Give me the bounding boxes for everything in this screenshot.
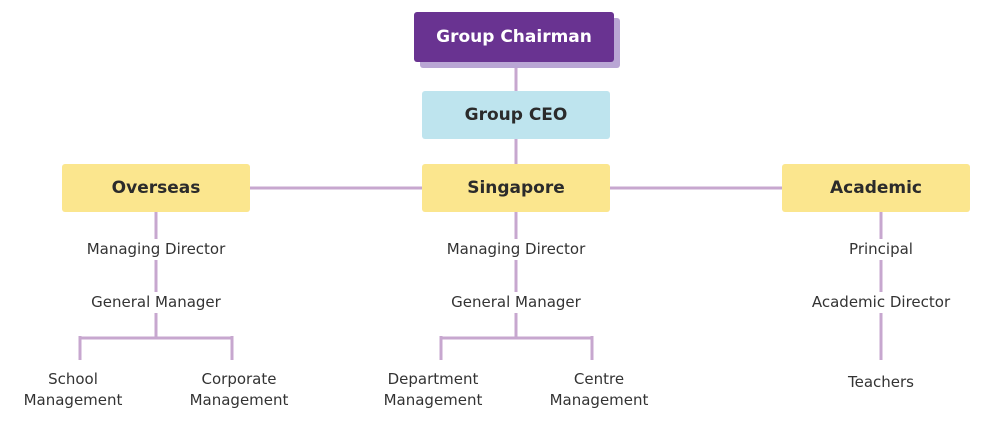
group-chairman-box: Group Chairman [414, 12, 614, 62]
singapore-managing-director: Managing Director [416, 239, 616, 260]
overseas-corporate-management: Corporate Management [189, 370, 289, 409]
group-chairman-label: Group Chairman [436, 27, 592, 47]
academic-box: Academic [782, 164, 970, 212]
singapore-label: Singapore [467, 178, 565, 198]
group-ceo-label: Group CEO [464, 105, 568, 125]
group-ceo-box: Group CEO [422, 91, 610, 139]
singapore-centre-management: Centre Management [549, 370, 649, 409]
academic-principal: Principal [781, 239, 981, 260]
overseas-label: Overseas [111, 178, 201, 198]
academic-label: Academic [829, 178, 923, 198]
singapore-general-manager: General Manager [416, 292, 616, 313]
overseas-school-management: School Management [23, 370, 123, 409]
overseas-managing-director: Managing Director [56, 239, 256, 260]
overseas-general-manager: General Manager [56, 292, 256, 313]
overseas-box: Overseas [62, 164, 250, 212]
singapore-department-management: Department Management [383, 370, 483, 409]
academic-teachers: Teachers [781, 372, 981, 393]
academic-director: Academic Director [781, 292, 981, 313]
singapore-box: Singapore [422, 164, 610, 212]
